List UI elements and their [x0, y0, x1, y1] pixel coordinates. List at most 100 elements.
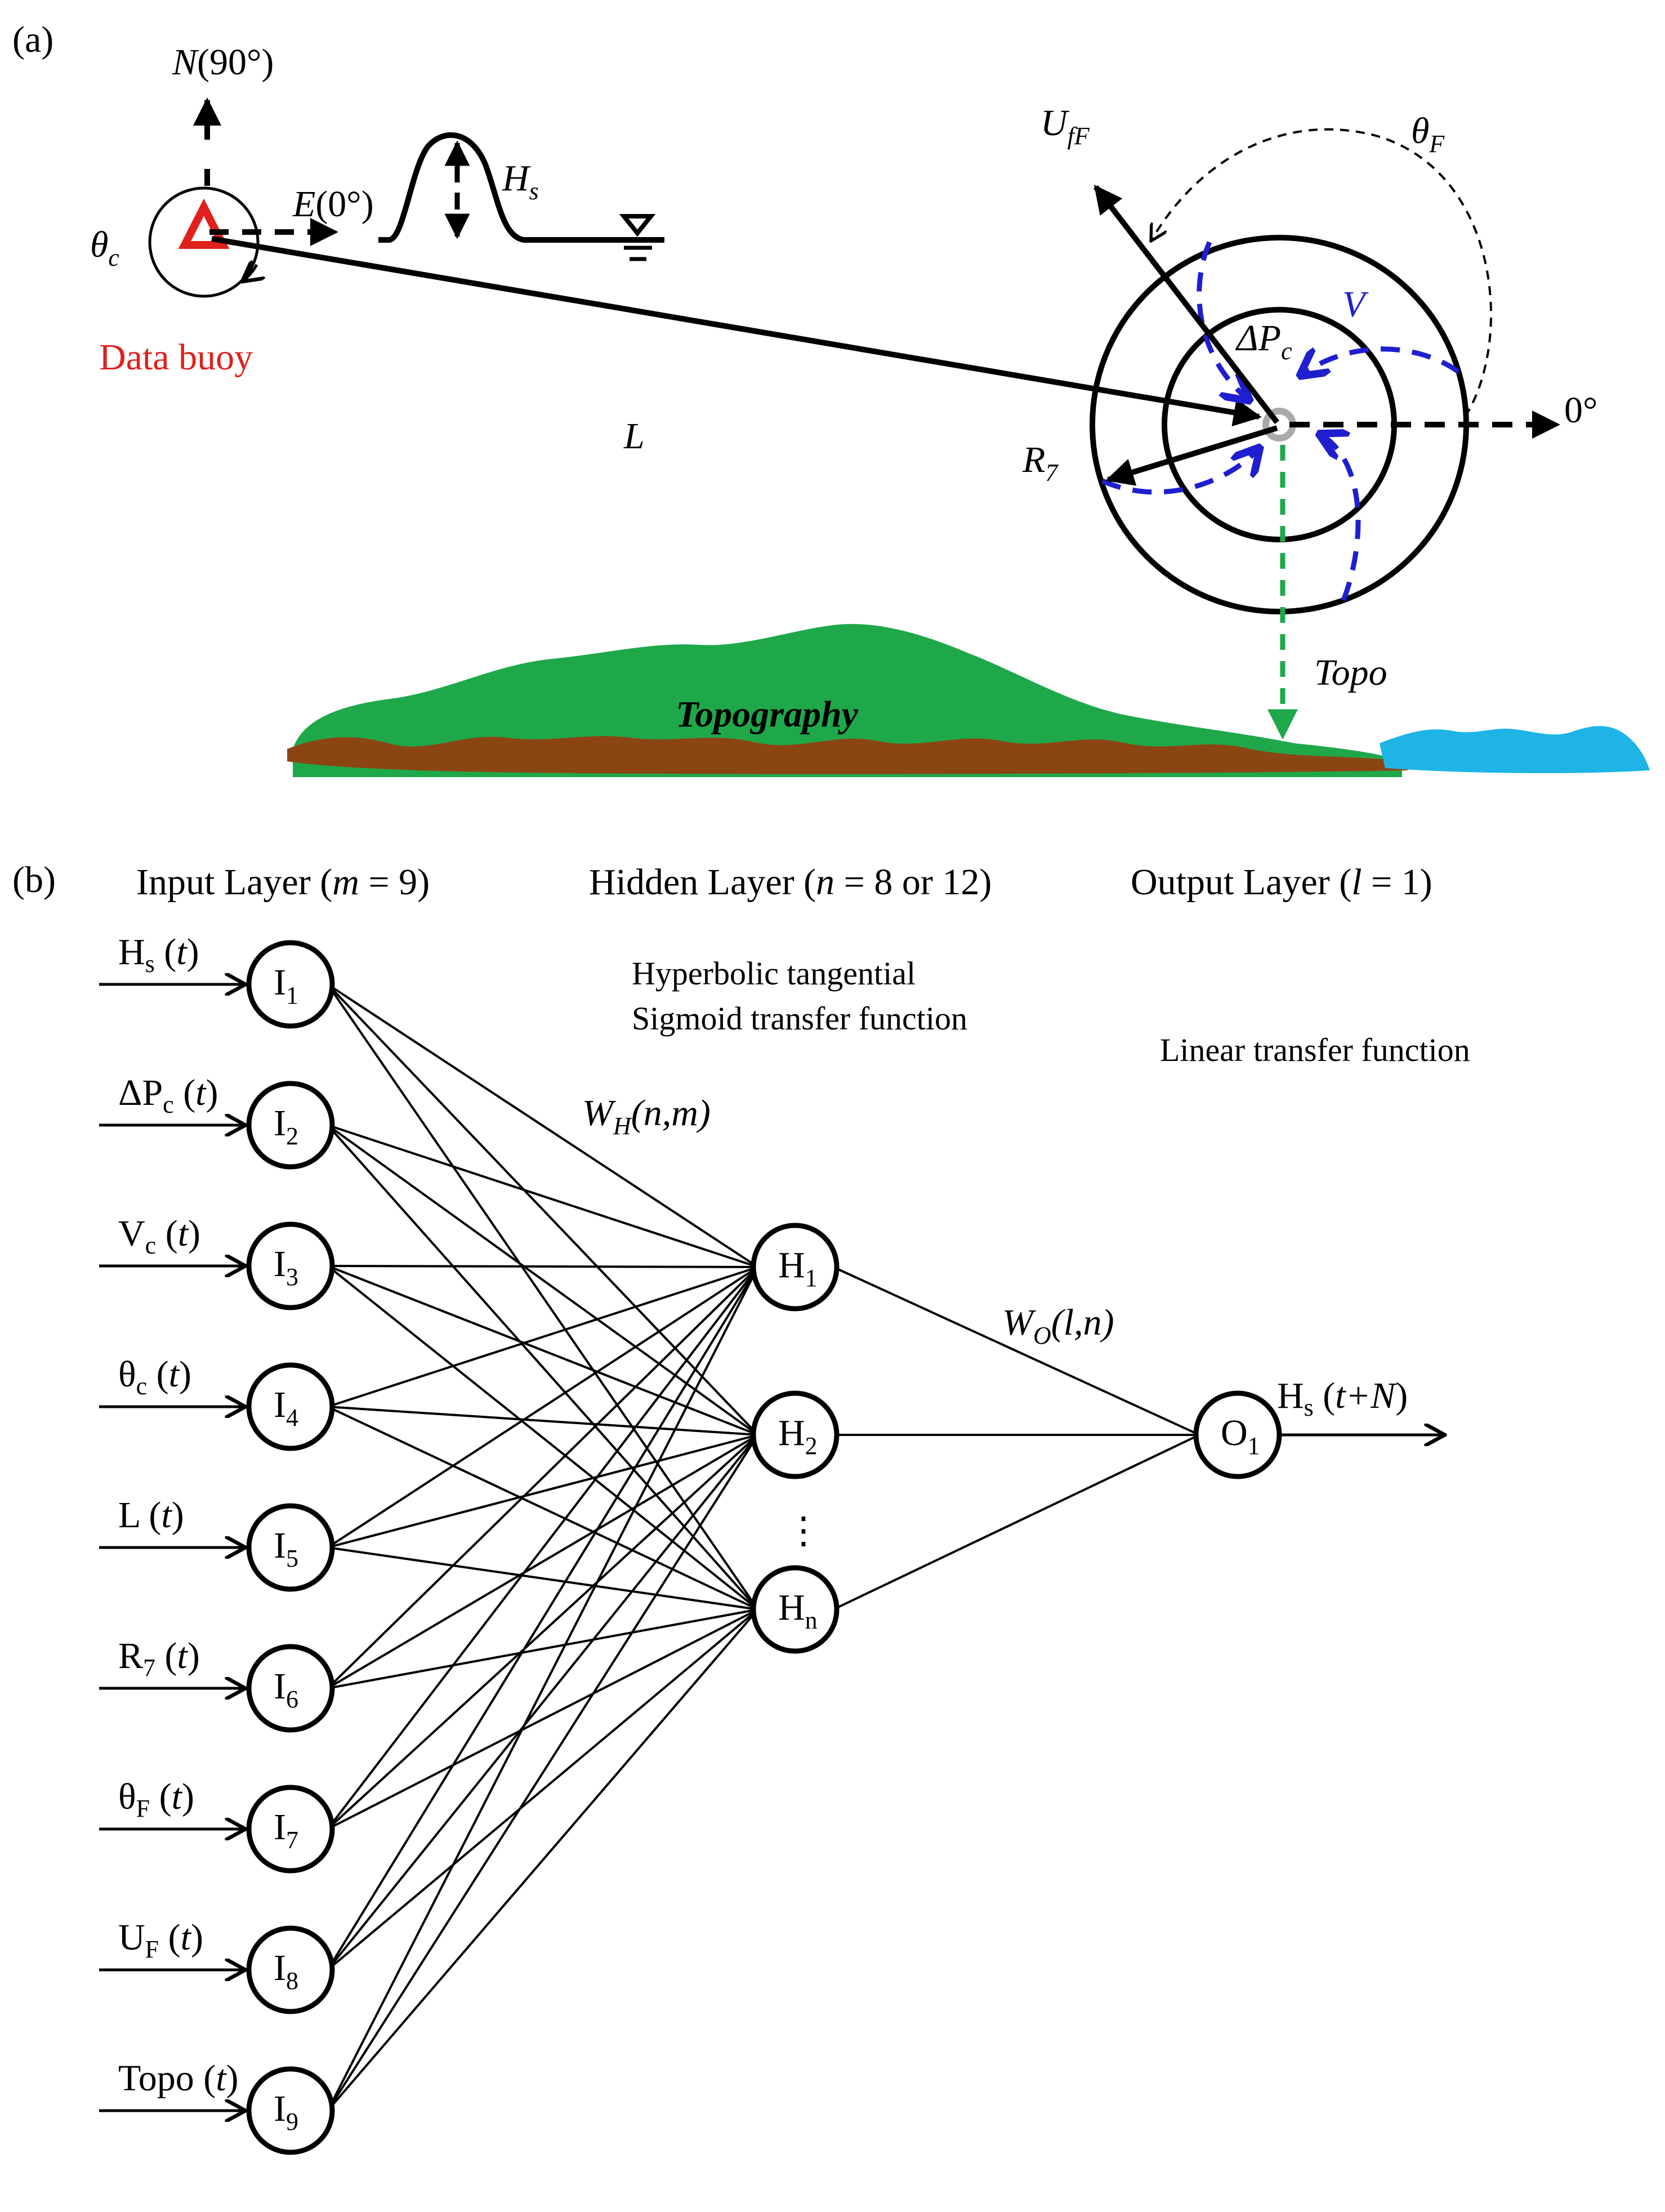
hidden-node-2-circle: [751, 1390, 840, 1479]
input-node-9-label: I9: [274, 2088, 298, 2135]
edge-input-1-hidden-3: [327, 983, 759, 1611]
edge-hidden-3-output: [833, 1434, 1200, 1611]
input-node-1-circle: [246, 940, 335, 1029]
edge-input-4-hidden-2: [327, 1406, 758, 1436]
buoy-label: Data buoy: [99, 337, 253, 378]
land-illustration: [287, 624, 1650, 777]
edge-input-5-hidden-2: [327, 1434, 758, 1549]
output-transfer-fn: Linear transfer function: [1160, 1032, 1470, 1068]
output-variable-label: Hs (t+N): [1277, 1375, 1408, 1421]
edge-input-6-hidden-2: [327, 1434, 759, 1689]
edge-input-9-hidden-2: [327, 1434, 759, 2112]
edge-input-8-hidden-3: [327, 1608, 759, 1971]
network-connections: [327, 983, 1445, 2112]
input-node-3: I3: [246, 1221, 335, 1310]
edge-input-2-hidden-3: [327, 1124, 759, 1611]
hidden-node-1-label: H1: [778, 1245, 818, 1292]
edge-input-9-hidden-3: [327, 1608, 759, 2112]
input-node-5: I5: [246, 1503, 335, 1592]
panel-b: (b) Input Layer (m = 9) Hidden Layer (n …: [12, 859, 1470, 2155]
topography-label: Topography: [676, 694, 859, 735]
input-variable-label-6: R7 (t): [118, 1635, 200, 1682]
input-node-4: I4: [246, 1362, 335, 1451]
r7-label: R7: [1022, 439, 1059, 487]
input-variable-label-8: UF (t): [118, 1917, 203, 1963]
theta-f-arc: [1151, 128, 1492, 418]
edge-input-2-hidden-1: [327, 1124, 758, 1268]
hidden-node-3-circle: [751, 1565, 840, 1654]
edge-input-5-hidden-1: [327, 1266, 759, 1549]
input-node-1-label: I1: [274, 962, 298, 1009]
hidden-node-3-label: Hn: [778, 1587, 818, 1634]
input-node-3-label: I3: [274, 1243, 298, 1291]
hidden-node-3: Hn: [751, 1565, 840, 1654]
output-node-label: O1: [1221, 1412, 1260, 1460]
water-level-icon: [619, 214, 656, 261]
input-node-4-label: I4: [274, 1384, 298, 1431]
input-node-2: I2: [246, 1081, 335, 1170]
edge-input-2-hidden-2: [327, 1124, 759, 1436]
input-node-7: I7: [246, 1785, 335, 1874]
network-input-labels: Hs (t)ΔPc (t)Vc (t)θc (t)L (t)R7 (t)θF (…: [99, 931, 245, 2111]
wind-spiral: [1101, 241, 1460, 601]
hidden-layer-heading: Hidden Layer (n = 8 or 12): [589, 862, 992, 903]
input-variable-label-7: θF (t): [118, 1776, 194, 1822]
hidden-transfer-fn-line2: Sigmoid transfer function: [632, 1000, 967, 1037]
wave-profile: [378, 132, 664, 243]
input-node-5-circle: [246, 1503, 335, 1592]
input-node-4-circle: [246, 1362, 335, 1451]
input-layer-heading: Input Layer (m = 9): [136, 862, 430, 903]
edge-input-3-hidden-3: [327, 1265, 759, 1611]
input-variable-label-4: θc (t): [118, 1354, 191, 1400]
buoy-compass-circle: [148, 186, 260, 298]
edge-input-7-hidden-2: [327, 1434, 759, 1830]
input-node-1: I1: [246, 940, 335, 1029]
input-variable-label-9: Topo (t): [118, 2058, 239, 2099]
input-node-2-circle: [246, 1081, 335, 1170]
panel-b-label: (b): [12, 859, 56, 900]
input-node-3-circle: [246, 1221, 335, 1310]
hidden-ellipsis: ⋮: [785, 1510, 822, 1551]
input-node-9: I9: [246, 2066, 335, 2155]
edge-input-8-hidden-2: [327, 1434, 759, 1971]
edge-input-6-hidden-3: [327, 1608, 758, 1689]
ufF-arrow: [1093, 185, 1279, 425]
ufF-label: UfF: [1041, 102, 1090, 150]
theta-c-label: θc: [90, 224, 119, 271]
hs-wave-label: Hs: [502, 158, 539, 205]
edge-input-1-hidden-1: [327, 983, 759, 1268]
hidden-node-2: H2: [751, 1390, 840, 1479]
output-node-circle: [1193, 1390, 1282, 1479]
edge-input-3-hidden-1: [327, 1265, 758, 1268]
pressure-drop-label: ΔPc: [1235, 318, 1292, 365]
wo-label: WO(l,n): [1002, 1302, 1114, 1349]
input-node-9-circle: [246, 2066, 335, 2155]
input-node-6: I6: [246, 1644, 335, 1733]
edge-input-7-hidden-3: [327, 1608, 758, 1830]
input-variable-label-3: Vc (t): [118, 1213, 200, 1259]
hidden-node-1-circle: [751, 1223, 840, 1312]
panel-a-label: (a): [12, 19, 53, 60]
edge-input-6-hidden-1: [327, 1266, 759, 1689]
input-node-7-label: I7: [274, 1807, 298, 1854]
input-node-8-circle: [246, 1925, 335, 2014]
panel-a: (a) N(90°) E(0°) θc Data buoy Hs: [12, 19, 1650, 777]
north-label: N(90°): [172, 42, 274, 83]
input-node-2-label: I2: [274, 1103, 298, 1150]
input-node-8-label: I8: [274, 1947, 298, 1995]
edge-input-4-hidden-1: [327, 1266, 758, 1408]
edge-input-5-hidden-3: [327, 1546, 758, 1611]
output-layer-heading: Output Layer (l = 1): [1131, 862, 1432, 903]
input-variable-label-5: L (t): [118, 1495, 184, 1536]
distance-line: [211, 236, 1262, 427]
east-label: E(0°): [292, 184, 374, 225]
edge-input-8-hidden-1: [327, 1266, 759, 1971]
edge-hidden-1-output: [833, 1266, 1200, 1436]
theta-c-rotation-arrow: [242, 265, 257, 282]
topo-label: Topo: [1314, 652, 1387, 693]
edge-input-4-hidden-3: [327, 1406, 758, 1611]
buoy-triangle-icon: [178, 198, 230, 249]
edge-input-7-hidden-1: [327, 1266, 759, 1830]
